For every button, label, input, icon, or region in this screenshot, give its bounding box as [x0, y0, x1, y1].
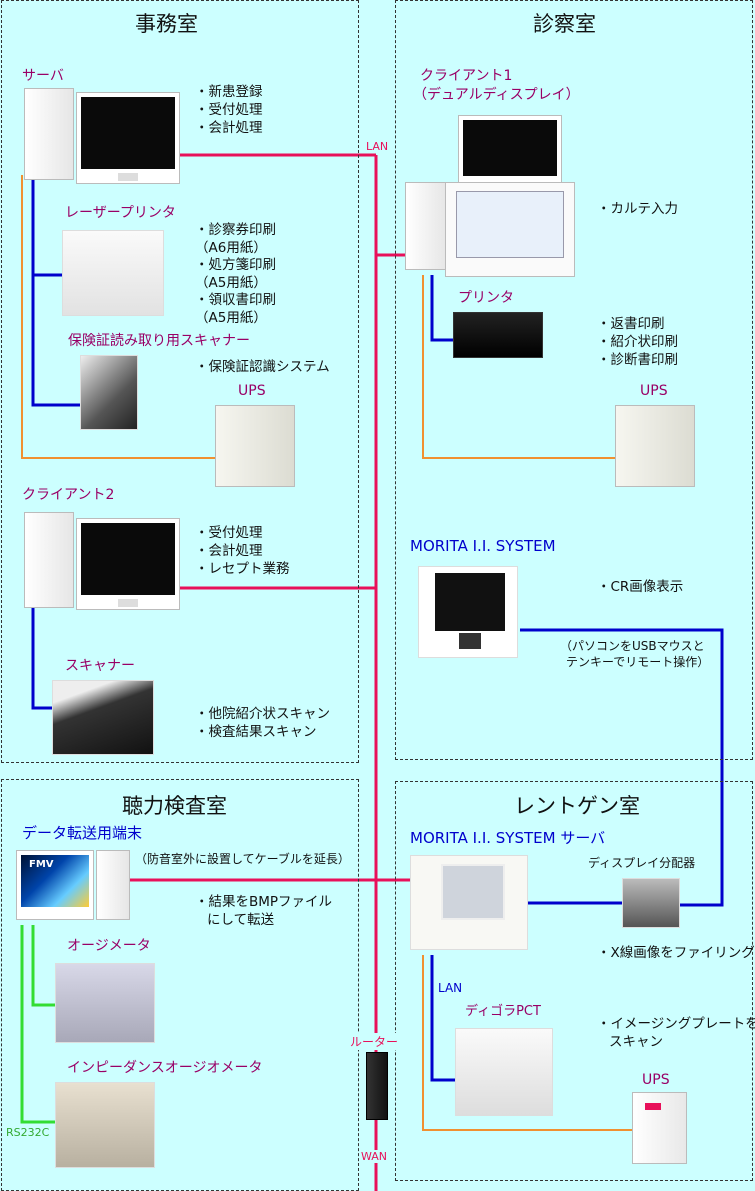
- splitter-label: ディスプレイ分配器: [588, 856, 696, 870]
- room-title-exam: 診察室: [533, 12, 596, 36]
- fmv-monitor-icon: FMV: [16, 850, 94, 920]
- client2-tasks: ・受付処理 ・会計処理 ・レセプト業務: [195, 525, 290, 577]
- power-xray-ups: [422, 955, 640, 1131]
- usb-insurance-scanner: [31, 175, 82, 407]
- fmv-logo: FMV: [29, 859, 54, 870]
- serial-impedance: [20, 925, 55, 1124]
- scanner-icon: [52, 680, 154, 755]
- office-ups-icon: [215, 405, 295, 487]
- morita-note: （パソコンをUSBマウスと テンキーでリモート操作）: [560, 639, 710, 669]
- room-office: [1, 0, 359, 763]
- digora-tasks: ・イメージングプレートを スキャン: [597, 1016, 755, 1050]
- morita-tasks: ・CR画像表示: [597, 579, 684, 595]
- usb-scanner: [31, 605, 57, 710]
- exam-printer-icon: [453, 312, 543, 358]
- insurance-scanner-icon: [80, 355, 138, 430]
- xray-server-tasks: ・X線画像をファイリング: [597, 945, 755, 961]
- digora-scanner-icon: [455, 1028, 553, 1116]
- power-exam-ups: [422, 275, 615, 459]
- room-xray: [395, 781, 753, 1181]
- rs232c-label: RS232C: [6, 1126, 50, 1139]
- client2-label: クライアント2: [22, 487, 115, 503]
- laser-printer-icon: [62, 230, 164, 316]
- client1-label-2: （デュアルディスプレイ）: [413, 87, 580, 103]
- client1-label-1: クライアント1: [420, 68, 513, 84]
- client2-tower-icon: [24, 512, 74, 608]
- server-tower-icon: [24, 88, 74, 180]
- wan-label: WAN: [360, 1150, 389, 1163]
- morita-server-label: MORITA I.I. SYSTEM サーバ: [410, 829, 606, 847]
- power-office-ups: [21, 175, 215, 459]
- exam-ups-label: UPS: [640, 383, 668, 399]
- office-ups-label: UPS: [238, 383, 266, 399]
- room-exam: [395, 0, 753, 760]
- server-monitor-icon: [76, 92, 180, 184]
- laser-printer-label: レーザープリンタ: [65, 205, 176, 221]
- usb-exam-printer: [430, 275, 455, 342]
- client1-top-monitor-icon: [458, 115, 562, 183]
- exam-printer-tasks: ・返書印刷 ・紹介状印刷 ・診断書印刷: [597, 316, 678, 368]
- insurance-scanner-tasks: ・保険証認識システム: [195, 359, 330, 375]
- impedance-audiometer-icon: [55, 1082, 155, 1168]
- exam-printer-label: プリンタ: [458, 290, 514, 306]
- impedance-label: インピーダンスオージオメータ: [67, 1060, 263, 1076]
- client1-main-monitor-icon: [445, 182, 575, 277]
- lan-label: LAN: [365, 140, 390, 153]
- serial-audiometer: [31, 925, 55, 1007]
- remote-morita-link: [520, 628, 724, 907]
- server-label: サーバ: [22, 68, 64, 84]
- client2-monitor-icon: [76, 518, 180, 610]
- exam-ups-icon: [615, 405, 695, 487]
- xray-ups-label: UPS: [642, 1072, 670, 1088]
- audiometer-icon: [55, 963, 155, 1043]
- laser-printer-tasks: ・診察券印刷 （A6用紙） ・処方箋印刷 （A5用紙） ・領収書印刷 （A5用紙…: [195, 222, 276, 326]
- client1-tower-icon: [405, 182, 447, 270]
- digora-label: ディゴラPCT: [465, 1004, 541, 1019]
- terminal-tasks: ・結果をBMPファイル にして転送: [195, 894, 333, 928]
- router-label: ルーター: [350, 1033, 399, 1050]
- client1-tasks: ・カルテ入力: [597, 201, 678, 217]
- xray-ups-icon: [632, 1092, 687, 1164]
- server-tasks: ・新患登録 ・受付処理 ・会計処理: [195, 84, 263, 136]
- xray-lan-label: LAN: [438, 981, 463, 995]
- terminal-label: データ転送用端末: [22, 824, 143, 842]
- scanner-tasks: ・他院紹介状スキャン ・検査結果スキャン: [195, 706, 330, 740]
- morita-monitor-icon: [418, 566, 518, 658]
- morita-server-pc-icon: [410, 855, 528, 950]
- router-icon: [366, 1052, 388, 1120]
- insurance-scanner-label: 保険証読み取り用スキャナー: [68, 333, 250, 349]
- room-title-hearing: 聴力検査室: [122, 794, 227, 818]
- scanner-label: スキャナー: [65, 658, 135, 674]
- audiometer-label: オージメータ: [67, 938, 151, 954]
- usb-digora: [430, 955, 460, 1082]
- terminal-tower-icon: [96, 850, 130, 920]
- room-title-xray: レントゲン室: [514, 794, 640, 818]
- room-title-office: 事務室: [135, 12, 198, 36]
- morita-label: MORITA I.I. SYSTEM: [410, 537, 556, 555]
- display-splitter-icon: [622, 878, 680, 928]
- terminal-note: （防音室外に設置してケーブルを延長）: [135, 852, 350, 866]
